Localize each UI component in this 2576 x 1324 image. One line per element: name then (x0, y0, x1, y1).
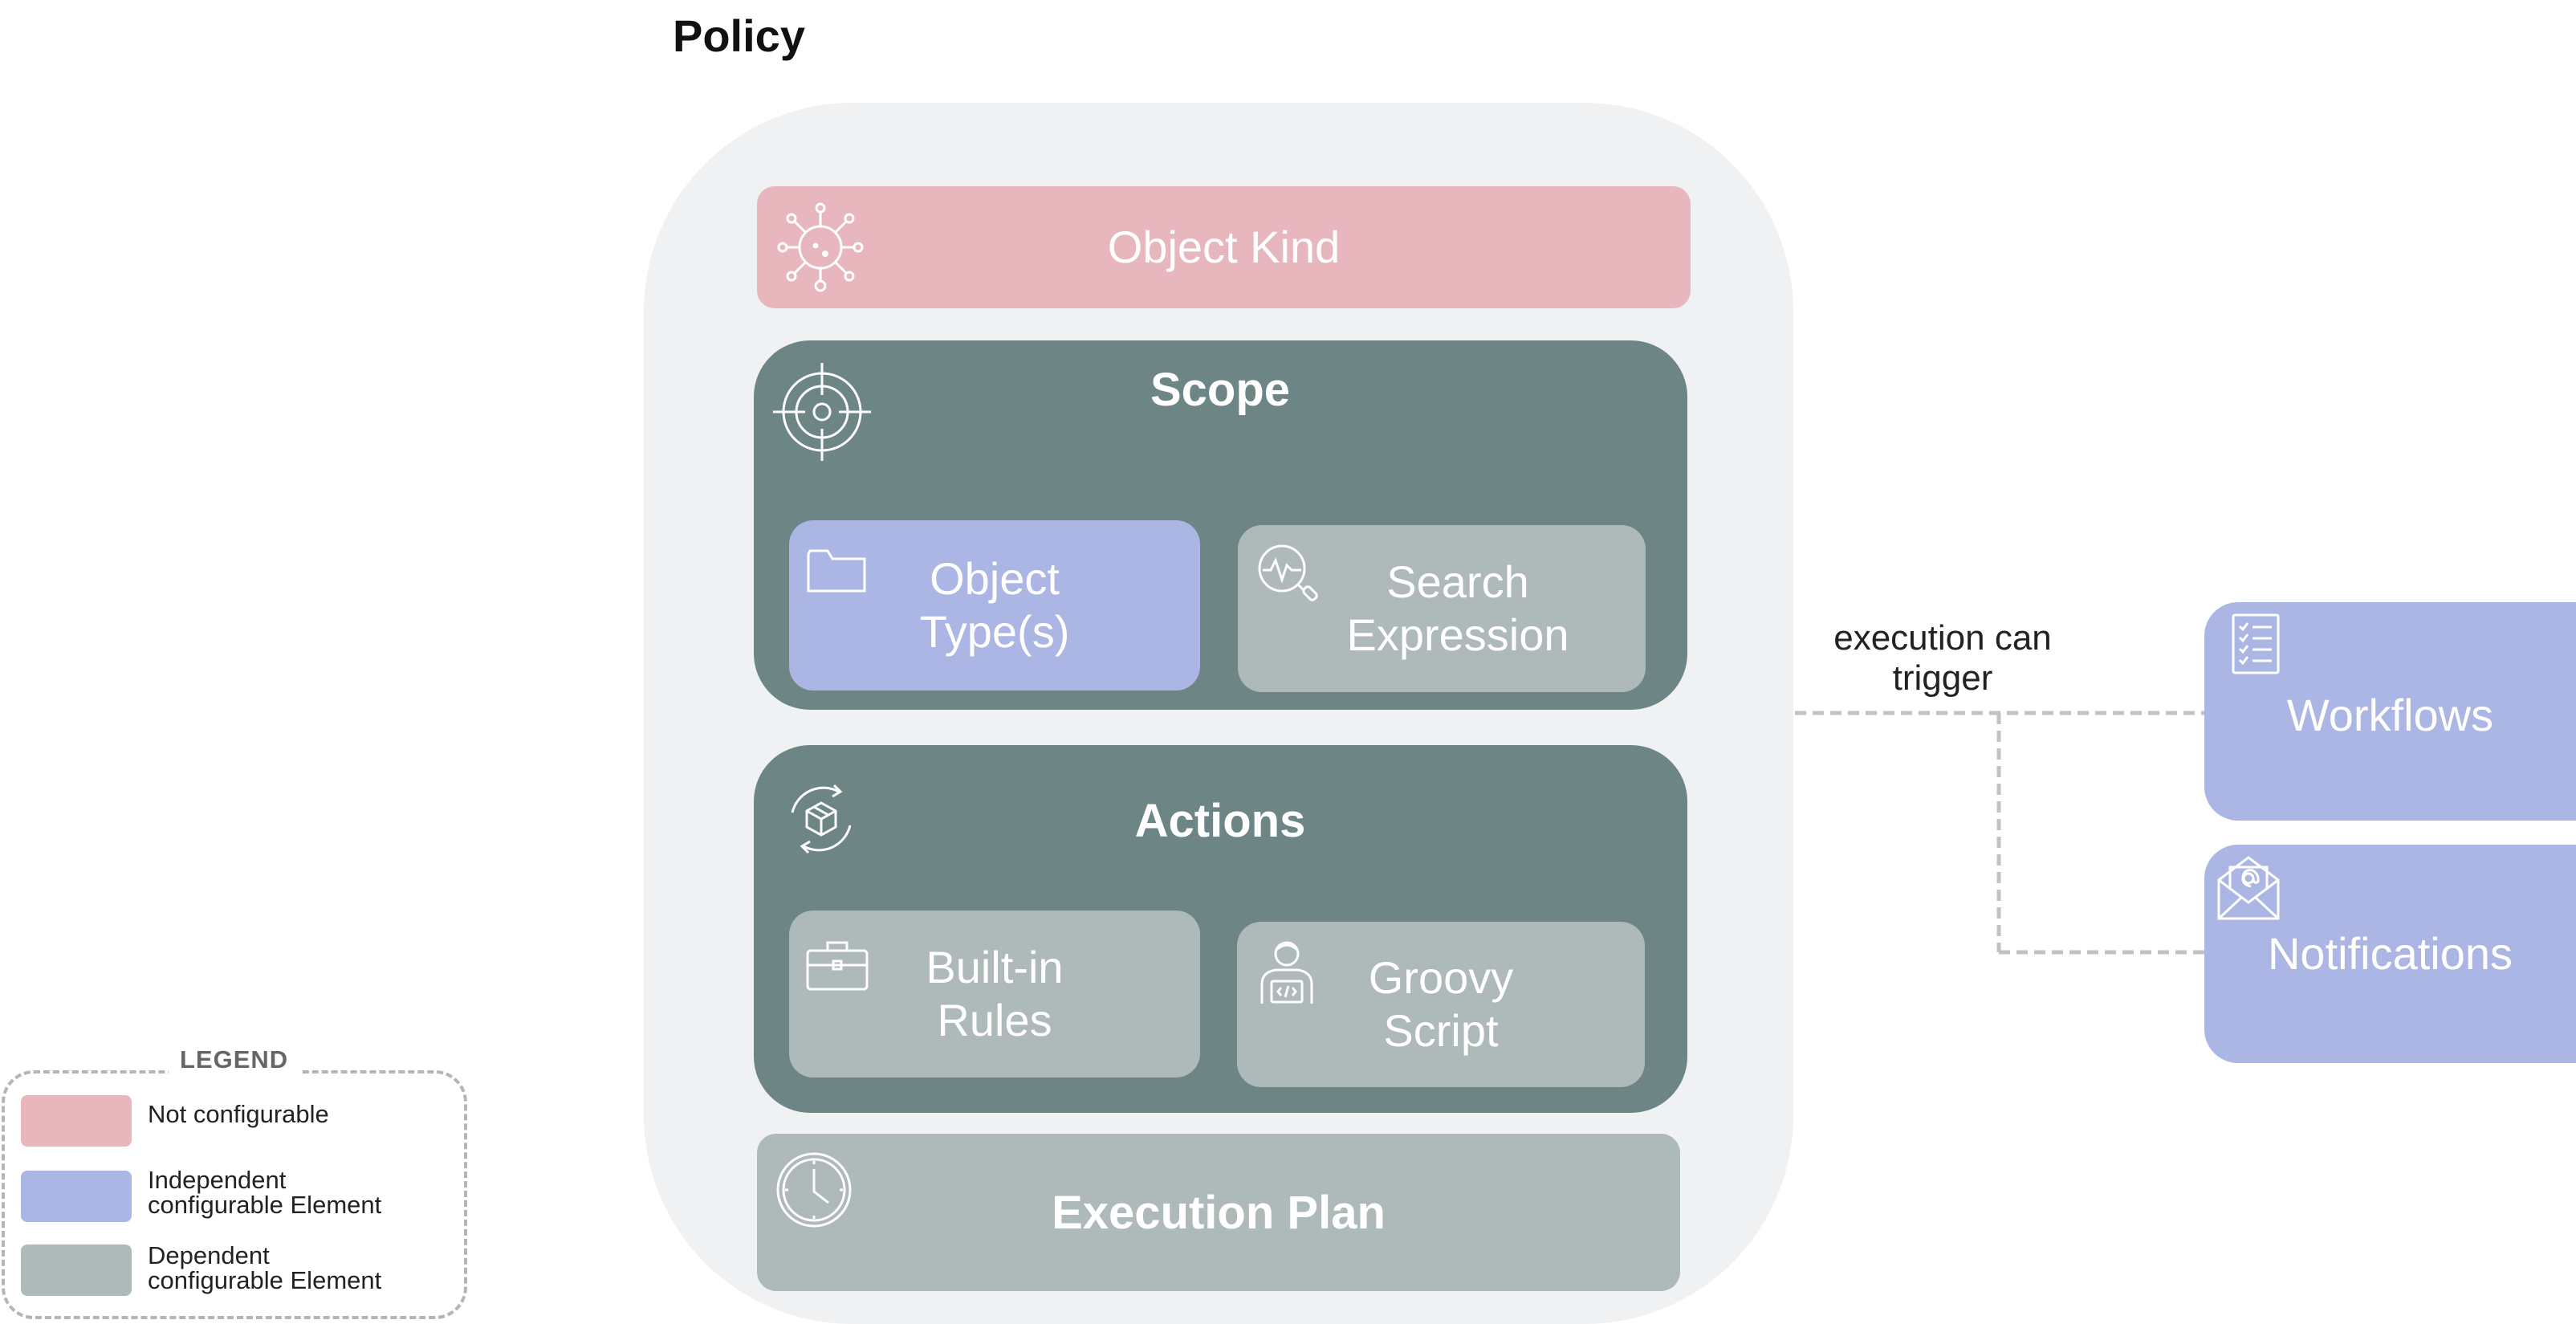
legend-label-independent-line2: configurable Element (148, 1191, 382, 1219)
virus-network-icon (775, 201, 865, 294)
legend-label-dependent-line1: Dependent (148, 1241, 270, 1269)
actions-title: Actions (1134, 795, 1306, 847)
legend-swatch-independent (21, 1171, 132, 1222)
connector-label: execution can trigger (1798, 618, 2087, 699)
search-pulse-icon (1256, 543, 1321, 607)
scope-title: Scope (1150, 364, 1291, 416)
groovy-script-label-line1: Groovy (1368, 952, 1514, 1003)
search-expression-box: Search Expression (1238, 525, 1646, 692)
workflows-box: Workflows (2204, 602, 2576, 821)
folder-icon (807, 548, 866, 593)
built-in-rules-box: Built-in Rules (789, 911, 1200, 1078)
legend-item-dependent (21, 1245, 132, 1296)
execution-plan-label: Execution Plan (1052, 1186, 1386, 1239)
clock-icon (775, 1151, 853, 1228)
legend-label-dependent: Dependent configurable Element (148, 1243, 381, 1293)
developer-icon (1259, 938, 1315, 1005)
search-expression-label-line1: Search (1386, 556, 1529, 607)
connector-label-line2: trigger (1892, 658, 1993, 698)
workflows-label: Workflows (2286, 690, 2494, 740)
legend-label-dependent-line2: configurable Element (148, 1266, 382, 1294)
legend-swatch-not-configurable (21, 1095, 132, 1147)
built-in-rules-label-line1: Built-in (926, 942, 1064, 992)
target-icon (773, 363, 871, 461)
execution-plan-box: Execution Plan (757, 1134, 1680, 1291)
object-kind-label: Object Kind (1107, 222, 1341, 272)
briefcase-icon (805, 938, 869, 991)
groovy-script-label-line2: Script (1383, 1005, 1499, 1056)
connector-label-line1: execution can (1833, 618, 2052, 658)
object-types-label-line2: Type(s) (919, 606, 1070, 657)
legend-item-not-configurable (21, 1095, 132, 1147)
legend-label-not-configurable: Not configurable (148, 1102, 329, 1126)
notifications-label: Notifications (2267, 928, 2513, 979)
package-cycle-icon (783, 780, 860, 858)
object-types-box: Object Type(s) (789, 520, 1200, 691)
search-expression-label-line2: Expression (1346, 609, 1569, 660)
legend-label-independent-line1: Independent (148, 1166, 287, 1194)
legend-title: LEGEND (169, 1045, 300, 1074)
checklist-icon (2232, 613, 2280, 674)
page-title: Policy (673, 10, 805, 61)
legend-swatch-dependent (21, 1245, 132, 1296)
legend-label-not-configurable-line1: Not configurable (148, 1100, 329, 1128)
built-in-rules-label-line2: Rules (937, 995, 1052, 1045)
object-types-label-line1: Object (930, 553, 1060, 604)
legend-label-independent: Independent configurable Element (148, 1167, 381, 1217)
object-kind-box: Object Kind (757, 186, 1691, 308)
legend-item-independent (21, 1171, 132, 1222)
groovy-script-box: Groovy Script (1237, 922, 1645, 1087)
email-icon (2217, 853, 2280, 920)
